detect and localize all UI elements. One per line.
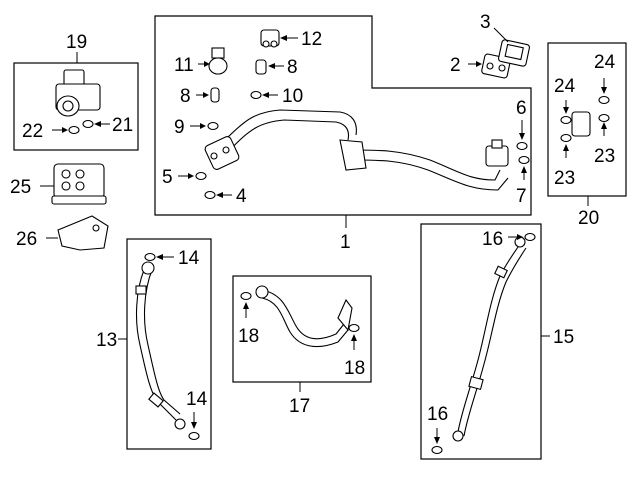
hose-17 bbox=[240, 285, 360, 350]
callout-3: 3 bbox=[480, 12, 491, 33]
callout-15: 15 bbox=[553, 327, 574, 348]
callout-10: 10 bbox=[282, 86, 303, 107]
callout-21: 21 bbox=[112, 115, 133, 136]
box1-small-parts bbox=[178, 29, 530, 200]
hose-13 bbox=[135, 252, 200, 441]
callout-1: 1 bbox=[340, 232, 351, 253]
callout-16-upper: 16 bbox=[482, 229, 503, 250]
callout-24-right: 24 bbox=[594, 52, 616, 73]
callout-8-lower: 8 bbox=[180, 86, 191, 107]
callout-23-left: 23 bbox=[554, 168, 575, 189]
callout-19: 19 bbox=[66, 32, 87, 53]
callout-6: 6 bbox=[516, 98, 527, 119]
hose-15 bbox=[431, 232, 536, 455]
assembly-13-box bbox=[126, 238, 212, 450]
callout-25: 25 bbox=[10, 177, 31, 198]
callout-17: 17 bbox=[289, 396, 310, 417]
callout-4: 4 bbox=[236, 186, 247, 207]
callout-8-upper: 8 bbox=[287, 57, 298, 78]
callout-18-right: 18 bbox=[344, 358, 365, 379]
assembly-1-box bbox=[154, 15, 532, 216]
callout-7: 7 bbox=[516, 186, 527, 207]
expansion-valve-19 bbox=[52, 69, 110, 135]
callout-23-right: 23 bbox=[594, 146, 615, 167]
assembly-20-box bbox=[547, 42, 627, 197]
callout-12: 12 bbox=[301, 29, 322, 50]
callout-11: 11 bbox=[174, 55, 194, 76]
callout-26: 26 bbox=[16, 229, 37, 250]
assembly-19-box bbox=[13, 62, 139, 151]
callout-2: 2 bbox=[450, 55, 461, 76]
callout-20: 20 bbox=[578, 208, 599, 229]
callout-5: 5 bbox=[162, 167, 173, 188]
callout-14-lower: 14 bbox=[186, 389, 208, 410]
callout-9: 9 bbox=[174, 117, 185, 138]
callout-22: 22 bbox=[22, 121, 43, 142]
part-26-bracket bbox=[46, 215, 109, 251]
valve-parts-20 bbox=[560, 78, 610, 158]
callout-13: 13 bbox=[96, 330, 117, 351]
callout-14-upper: 14 bbox=[178, 248, 200, 269]
callout-18-left: 18 bbox=[238, 326, 259, 347]
callout-24-left: 24 bbox=[554, 76, 576, 97]
callout-16-lower: 16 bbox=[427, 404, 448, 425]
part-25-block bbox=[40, 163, 107, 205]
assembly-15-box bbox=[420, 223, 542, 460]
gasket-parts-2-3 bbox=[468, 27, 530, 79]
ac-line-assembly bbox=[204, 109, 509, 191]
assembly-17-box bbox=[232, 275, 372, 383]
